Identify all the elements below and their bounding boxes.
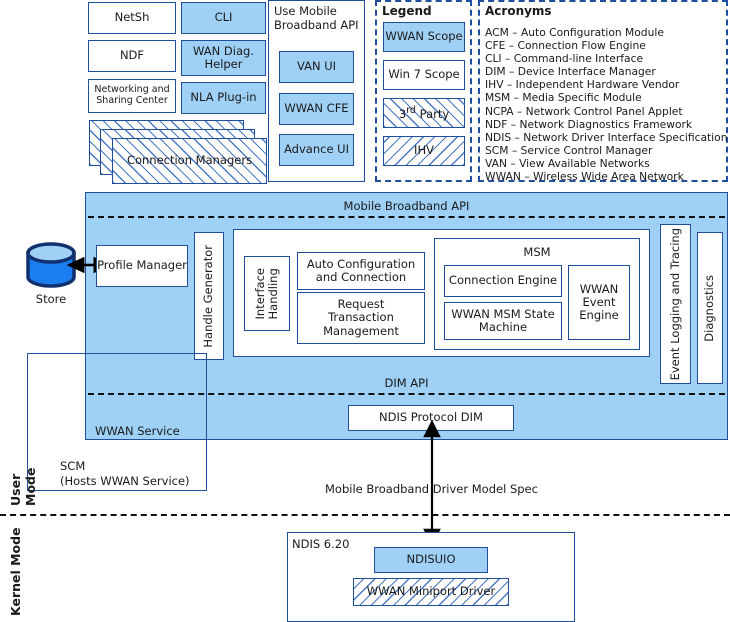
event-logging-tracing-box[interactable]: Event Logging and Tracing [660,224,691,384]
handle-generator-box[interactable]: Handle Generator [194,232,224,360]
wwan-cfe-box[interactable]: WWAN CFE [279,93,354,125]
profile-manager-box[interactable]: Profile Manager [96,245,188,287]
use-mobile-broadband-api-title: Use Mobile Broadband API [274,4,359,32]
wwan-service-label: WWAN Service [95,424,180,438]
ndis-protocol-dim-box[interactable]: NDIS Protocol DIM [348,405,514,431]
van-ui-box[interactable]: VAN UI [279,51,354,83]
ndisuio-box[interactable]: NDISUIO [374,547,488,573]
event-logging-tracing-label: Event Logging and Tracing [667,227,682,381]
legend-third-party-text: 3rd Party [398,104,450,121]
wan-diag-helper-box[interactable]: WAN Diag. Helper [181,40,266,76]
scm-box-mask [29,353,205,443]
dim-api-divider [88,393,725,395]
interface-handling-box[interactable]: Interface Handling [244,256,290,331]
connection-managers-box[interactable]: Connection Managers [112,138,267,184]
nla-plugin-box[interactable]: NLA Plug-in [181,82,266,114]
store-profile-arrow [66,256,112,274]
user-kernel-divider [0,514,730,516]
scm-box[interactable] [27,353,207,491]
networking-sharing-center-box[interactable]: Networking and Sharing Center [88,79,176,113]
driver-model-spec-arrow [423,419,441,547]
user-mode-label: User Mode [8,467,38,506]
interface-handling-label: Interface Handling [252,267,280,320]
handle-generator-label: Handle Generator [201,244,216,348]
store-label: Store [35,292,67,306]
mobile-broadband-api-title: Mobile Broadband API [343,199,470,213]
legend-item-ihv: IHV [383,136,465,166]
mobile-broadband-api-divider [88,216,725,218]
legend-item-win7-scope: Win 7 Scope [383,60,465,90]
ndis-version-label: NDIS 6.20 [292,537,350,551]
acronyms-title: Acronyms [485,4,552,18]
legend-item-wwan-scope: WWAN Scope [383,22,465,52]
cli-box[interactable]: CLI [181,2,266,34]
advance-ui-box[interactable]: Advance UI [279,134,354,166]
acronyms-panel [478,0,728,182]
dim-api-title: DIM API [384,376,429,390]
diagnostics-label: Diagnostics [702,274,717,342]
legend-item-third-party: 3rd Party [383,98,465,128]
connection-engine-box[interactable]: Connection Engine [444,265,562,297]
request-transaction-management-box[interactable]: Request Transaction Management [297,292,425,344]
legend-title: Legend [382,4,432,18]
netsh-box[interactable]: NetSh [88,2,176,34]
wwan-msm-state-machine-box[interactable]: WWAN MSM State Machine [444,302,562,340]
msm-title: MSM [523,245,551,259]
wwan-event-engine-box[interactable]: WWAN Event Engine [568,265,630,340]
ndf-box[interactable]: NDF [88,40,176,72]
wwan-miniport-driver-box[interactable]: WWAN Miniport Driver [353,578,509,606]
store-cylinder [26,242,76,288]
kernel-mode-label: Kernel Mode [8,527,23,616]
diagnostics-box[interactable]: Diagnostics [697,232,723,384]
auto-configuration-connection-box[interactable]: Auto Configuration and Connection [297,252,425,290]
scm-label: SCM (Hosts WWAN Service) [60,459,190,488]
acronyms-list: ACM – Auto Configuration Module CFE – Co… [485,26,728,184]
driver-model-spec-label: Mobile Broadband Driver Model Spec [325,482,538,496]
